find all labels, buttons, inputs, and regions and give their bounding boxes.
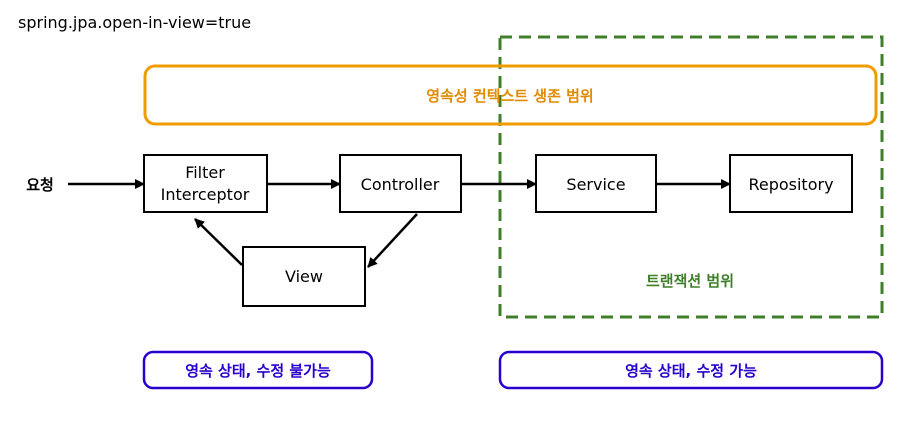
state-label-left: 영속 상태, 수정 불가능 <box>185 362 331 380</box>
transaction-scope-label: 트랜잭션 범위 <box>646 272 734 290</box>
state-box-left <box>142 350 374 390</box>
controller-label: Controller <box>361 175 440 194</box>
filter-interceptor-node: Filter Interceptor <box>143 154 268 213</box>
repository-label: Repository <box>748 175 833 194</box>
view-to-filter-arrow <box>194 218 243 266</box>
controller-node: Controller <box>339 154 462 213</box>
view-label: View <box>285 267 323 286</box>
view-node: View <box>242 246 366 307</box>
persistence-scope-label: 영속성 컨텍스트 생존 범위 <box>426 87 593 105</box>
controller-to-view-arrow <box>367 213 418 268</box>
service-node: Service <box>535 154 657 213</box>
service-label: Service <box>566 175 625 194</box>
config-label: spring.jpa.open-in-view=true <box>18 13 251 32</box>
state-label-right: 영속 상태, 수정 가능 <box>625 362 757 380</box>
transaction-scope-box <box>498 35 884 319</box>
persistence-scope-box <box>143 64 878 126</box>
filter-label: Filter <box>185 163 225 182</box>
repository-node: Repository <box>729 154 853 213</box>
state-box-right <box>498 350 884 390</box>
interceptor-label: Interceptor <box>161 185 250 204</box>
request-label: 요청 <box>26 176 54 194</box>
